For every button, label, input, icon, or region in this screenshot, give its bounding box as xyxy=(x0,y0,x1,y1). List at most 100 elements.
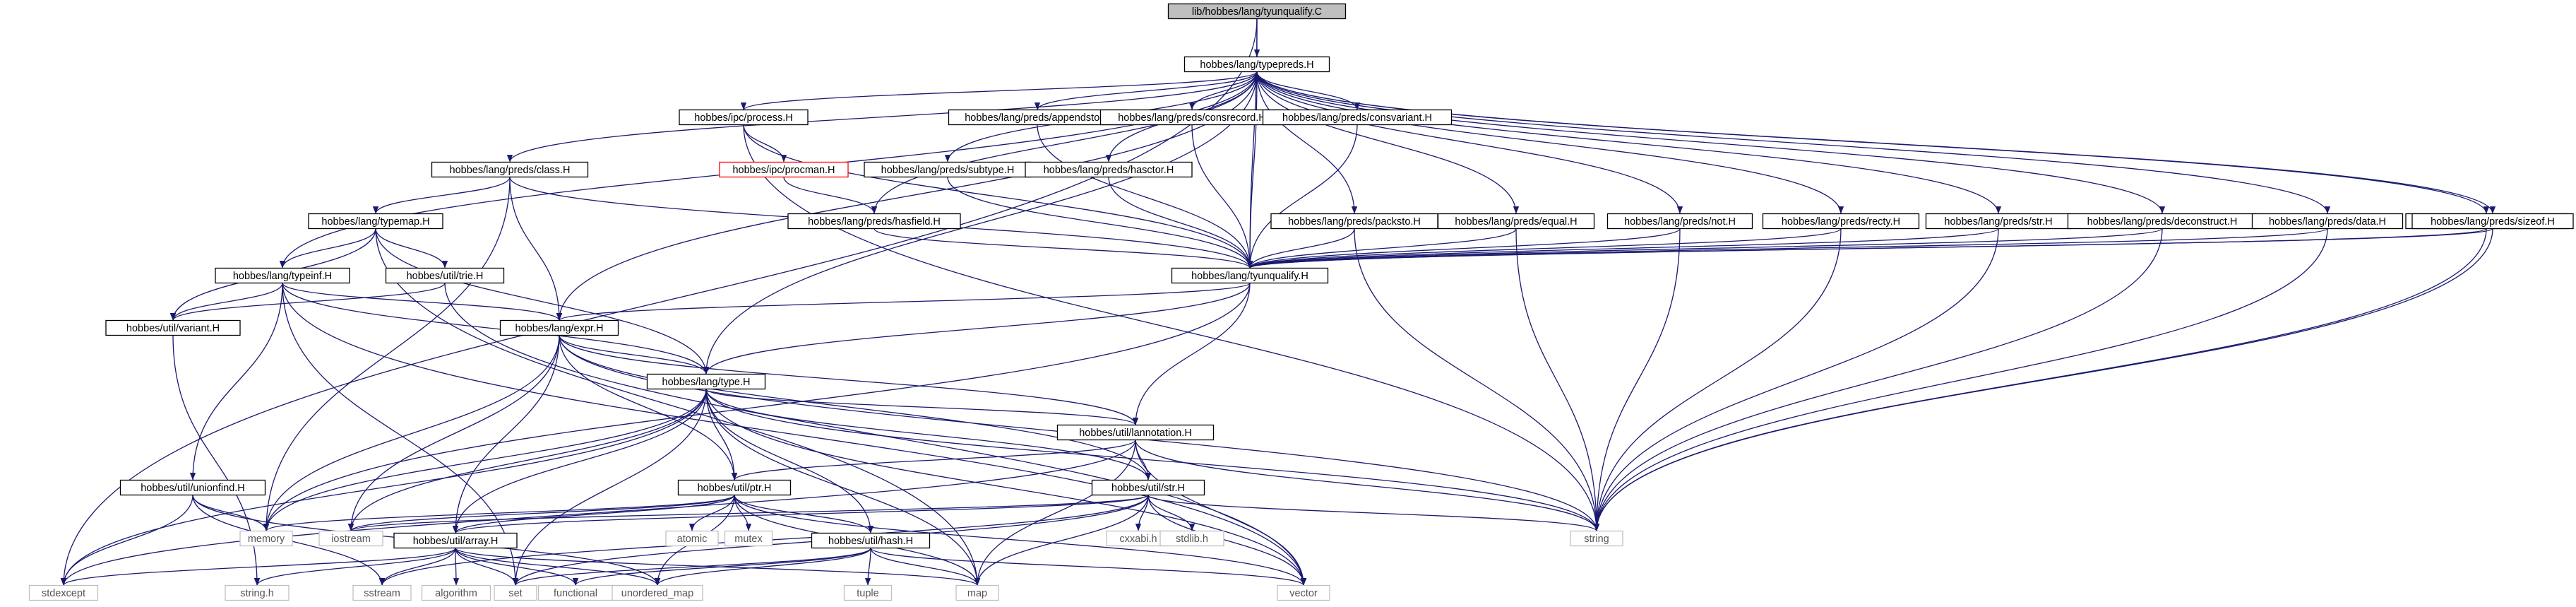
edge-n26-to-n29 xyxy=(705,389,738,481)
node-box xyxy=(1437,213,1595,230)
include-file-node[interactable]: hobbes/lang/preds/data.H xyxy=(2251,213,2404,230)
include-file-node[interactable]: hobbes/lang/preds/deconstruct.H xyxy=(2067,213,2258,230)
edge-n21-to-n24 xyxy=(169,283,283,321)
edge-n1-to-n7 xyxy=(507,71,1258,163)
include-file-node[interactable]: hobbes/util/lannotation.H xyxy=(1056,424,1215,441)
include-file-node[interactable]: hobbes/lang/typeinf.H xyxy=(215,267,350,284)
include-file-node[interactable]: hobbes/lang/preds/consrecord.H xyxy=(1099,109,1284,126)
node-box xyxy=(1183,56,1330,73)
node-label: hobbes/lang/preds/subtype.H xyxy=(881,165,1015,176)
edge-n26-to-n34 xyxy=(347,389,707,531)
edge-n26-to-n33 xyxy=(263,389,707,531)
node-label: hobbes/lang/preds/hasctor.H xyxy=(1044,165,1174,176)
include-file-node[interactable]: hobbes/lang/type.H xyxy=(646,373,766,390)
edge-n30-to-n49 xyxy=(1147,495,1307,586)
node-label: tuple xyxy=(857,588,878,599)
node-label: functional xyxy=(554,588,597,599)
include-file-node[interactable]: hobbes/lang/tyunqualify.H xyxy=(1171,267,1329,284)
edge-n26-to-n40 xyxy=(60,389,707,586)
include-file-node[interactable]: hobbes/util/unionfind.H xyxy=(119,479,266,496)
edge-n10-to-n21 xyxy=(279,228,376,269)
include-file-node[interactable]: hobbes/lang/preds/equal.H xyxy=(1437,213,1595,230)
edge-n2-to-n6 xyxy=(743,124,787,163)
node-label: hobbes/lang/preds/sizeof.H xyxy=(2431,216,2555,228)
system-header-node: iostream xyxy=(318,530,383,547)
node-box xyxy=(1025,161,1193,178)
edge-n30-to-n47 xyxy=(974,495,1149,586)
include-file-node[interactable]: hobbes/util/array.H xyxy=(393,532,518,549)
node-label: unordered_map xyxy=(621,588,693,599)
edge-n12-to-n23 xyxy=(1246,228,1355,269)
include-file-node[interactable]: hobbes/lang/preds/packsto.H xyxy=(1270,213,1438,230)
node-box xyxy=(679,109,809,126)
system-header-node: functional xyxy=(537,584,614,601)
include-file-node[interactable]: hobbes/lang/preds/class.H xyxy=(431,161,589,178)
include-file-node[interactable]: hobbes/lang/typemap.H xyxy=(308,213,443,230)
include-file-node[interactable]: hobbes/ipc/process.H xyxy=(679,109,809,126)
include-file-node[interactable]: hobbes/lang/typepreds.H xyxy=(1183,56,1330,73)
node-label: hobbes/lang/expr.H xyxy=(515,323,604,334)
edge-n11-to-n23 xyxy=(873,228,1253,269)
node-label: hobbes/lang/preds/data.H xyxy=(2269,216,2386,228)
node-label: hobbes/lang/preds/recty.H xyxy=(1782,216,1900,228)
edge-n25-to-n29 xyxy=(559,335,738,481)
edge-n25-to-n26 xyxy=(559,335,710,375)
node-label: hobbes/util/unionfind.H xyxy=(141,483,245,494)
include-file-node[interactable]: hobbes/lang/preds/not.H xyxy=(1606,213,1753,230)
edge-n31-to-n49 xyxy=(870,547,1306,587)
node-box xyxy=(225,584,290,601)
include-file-node[interactable]: hobbes/util/ptr.H xyxy=(677,479,792,496)
include-file-node[interactable]: hobbes/lang/preds/sizeof.H xyxy=(2411,213,2574,230)
node-box xyxy=(1171,267,1329,284)
node-box xyxy=(499,319,619,336)
include-file-node[interactable]: hobbes/util/hash.H xyxy=(811,532,931,549)
edge-n32-to-n47 xyxy=(455,547,980,587)
include-file-node[interactable]: hobbes/lang/preds/hasfield.H xyxy=(787,213,961,230)
include-file-node[interactable]: hobbes/lang/preds/subtype.H xyxy=(864,161,1032,178)
node-label: vector xyxy=(1289,588,1318,599)
edge-n30-to-n37 xyxy=(1135,495,1149,531)
edge-n1-to-n16 xyxy=(1256,71,2002,214)
node-box xyxy=(421,584,491,601)
edge-n27-to-n47 xyxy=(974,440,1136,586)
node-label: algorithm xyxy=(435,588,477,599)
node-box xyxy=(215,267,350,284)
node-box xyxy=(119,479,266,496)
edge-n32-to-n40 xyxy=(61,547,456,587)
edge-n31-to-n46 xyxy=(654,548,871,586)
include-file-node[interactable]: hobbes/util/trie.H xyxy=(385,267,505,284)
edge-n20-to-n39 xyxy=(1593,228,2493,531)
edge-n1-to-n15 xyxy=(1256,71,1844,214)
edge-n1-to-n5 xyxy=(1256,71,1361,110)
node-label: hobbes/ipc/process.H xyxy=(694,112,792,124)
node-box xyxy=(318,530,383,547)
include-file-node[interactable]: hobbes/lang/expr.H xyxy=(499,319,619,336)
node-box xyxy=(843,584,893,601)
edge-n21-to-n49 xyxy=(282,283,1307,586)
node-label: hobbes/lang/preds/str.H xyxy=(1944,216,2052,228)
include-file-node[interactable]: hobbes/lang/preds/consvariant.H xyxy=(1262,109,1453,126)
node-box xyxy=(665,530,719,547)
include-file-node: lib/hobbes/lang/tyunqualify.C xyxy=(1167,3,1347,20)
edge-n1-to-n14 xyxy=(1256,71,1683,214)
include-file-node[interactable]: hobbes/util/variant.H xyxy=(105,319,241,336)
node-label: mutex xyxy=(734,534,763,545)
edge-n32-to-n45 xyxy=(455,548,579,586)
include-file-node[interactable]: hobbes/ipc/procman.H xyxy=(719,161,849,178)
edge-n31-to-n48 xyxy=(864,548,871,586)
node-label: hobbes/lang/typemap.H xyxy=(321,216,429,228)
include-file-node[interactable]: hobbes/util/str.H xyxy=(1091,479,1205,496)
edge-n9-to-n23 xyxy=(1108,177,1253,269)
include-file-node[interactable]: hobbes/lang/preds/str.H xyxy=(1925,213,2072,230)
edge-n1-to-n4 xyxy=(1188,71,1258,110)
edge-n20-to-n23 xyxy=(1247,228,2493,269)
node-label: string.h xyxy=(240,588,274,599)
system-header-node: unordered_map xyxy=(612,584,703,601)
include-file-node[interactable]: hobbes/lang/preds/appendsto.H xyxy=(948,109,1127,126)
edge-n13-to-n39 xyxy=(1515,228,1600,531)
edge-n1-to-n11 xyxy=(871,71,1258,214)
include-file-node[interactable]: hobbes/lang/preds/recty.H xyxy=(1762,213,1920,230)
edge-n21-to-n25 xyxy=(282,283,563,321)
include-file-node[interactable]: hobbes/lang/preds/hasctor.H xyxy=(1025,161,1193,178)
node-label: stdexcept xyxy=(42,588,85,599)
